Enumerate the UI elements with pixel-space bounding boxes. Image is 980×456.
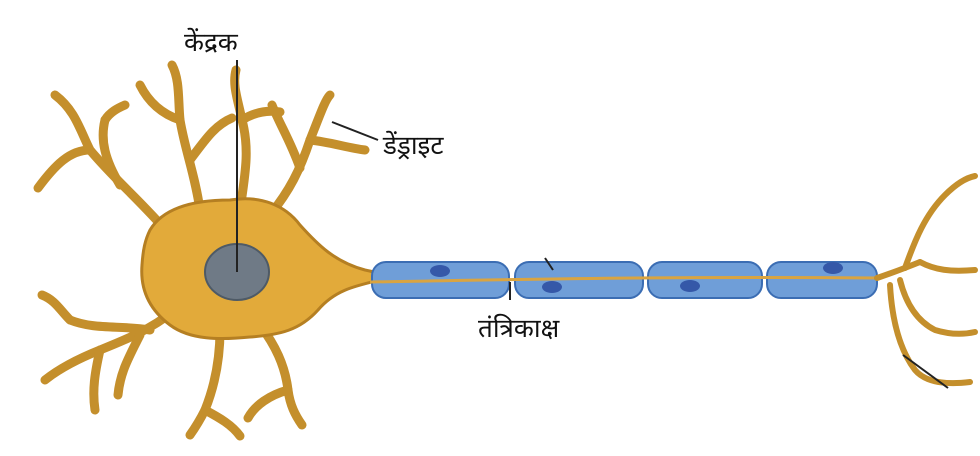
schwann-nucleus-4 bbox=[823, 262, 843, 274]
schwann-nucleus-2 bbox=[542, 281, 562, 293]
schwann-nucleus-1 bbox=[430, 265, 450, 277]
myelin-segment-4 bbox=[767, 262, 877, 298]
axon-label: तंत्रिकाक्ष bbox=[478, 316, 559, 342]
leader-lines bbox=[237, 60, 948, 388]
myelin-segment-3 bbox=[648, 262, 762, 298]
axon-terminal bbox=[877, 176, 975, 383]
dendrite-leader-line bbox=[332, 122, 378, 140]
terminal-leader-line bbox=[903, 355, 948, 388]
nucleus-label: केंद्रक bbox=[184, 30, 238, 56]
schwann-nucleus-3 bbox=[680, 280, 700, 292]
dendrite-label: डेंड्राइट bbox=[383, 133, 443, 159]
